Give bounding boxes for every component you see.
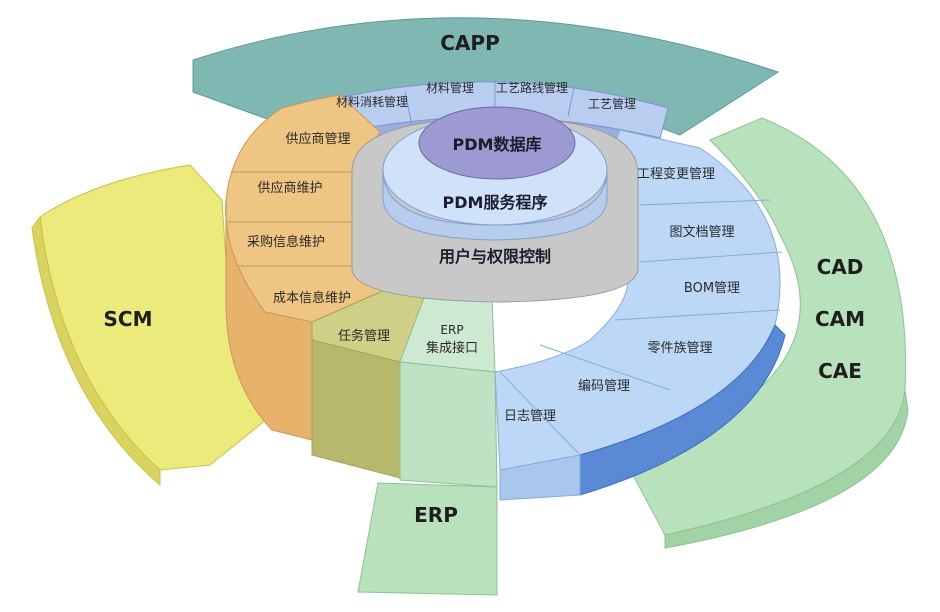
cad-sector <box>624 117 909 549</box>
scm-segment-label: 成本信息维护 <box>273 290 351 306</box>
cad-segment-label: 零件族管理 <box>647 340 712 356</box>
capp-segment-label: 工艺路线管理 <box>496 80 568 95</box>
scm-ring-side <box>225 199 313 441</box>
erp-sector <box>357 482 498 596</box>
cad-label: CAD <box>817 255 864 279</box>
erp-segment-label: 任务管理 <box>338 328 390 344</box>
scm-segment-label: 供应商管理 <box>285 131 350 147</box>
cad-segment-label: 编码管理 <box>578 379 630 394</box>
scm-ring <box>225 94 386 441</box>
erp-ring <box>311 289 498 488</box>
cad-ring <box>494 129 786 501</box>
cam-label: CAM <box>815 307 865 331</box>
scm-segment-label: 供应商维护 <box>257 180 322 196</box>
scm-segment-label: 采购信息维护 <box>247 234 325 250</box>
capp-label: CAPP <box>440 31 499 55</box>
scm-label: SCM <box>104 307 153 331</box>
pdm-service-label: PDM服务程序 <box>443 193 548 212</box>
access-control-label: 用户与权限控制 <box>439 247 551 266</box>
erp-label: ERP <box>414 503 458 527</box>
capp-segment-label: 材料管理 <box>426 80 474 95</box>
scm-sector-side <box>31 215 161 487</box>
erp-segment-label: 集成接口 <box>426 340 478 356</box>
database-layer <box>418 106 576 180</box>
cad-segment-label: 日志管理 <box>504 409 556 424</box>
erp-sector-shape <box>357 482 498 596</box>
cad-segment-label: 工程变更管理 <box>637 166 715 182</box>
cad-segment-label: BOM管理 <box>684 281 740 296</box>
pdm-database-label: PDM数据库 <box>453 135 542 154</box>
erp-ring-right-side <box>399 361 498 488</box>
cae-label: CAE <box>818 359 862 383</box>
cad-sector-side <box>664 389 909 549</box>
cad-segment-label: 图文档管理 <box>669 225 734 240</box>
erp-ring-left-side <box>311 339 401 479</box>
capp-segment-label: 工艺管理 <box>588 96 636 111</box>
capp-segment-label: 材料消耗管理 <box>336 94 408 109</box>
erp-segment-label: ERP <box>440 323 463 337</box>
